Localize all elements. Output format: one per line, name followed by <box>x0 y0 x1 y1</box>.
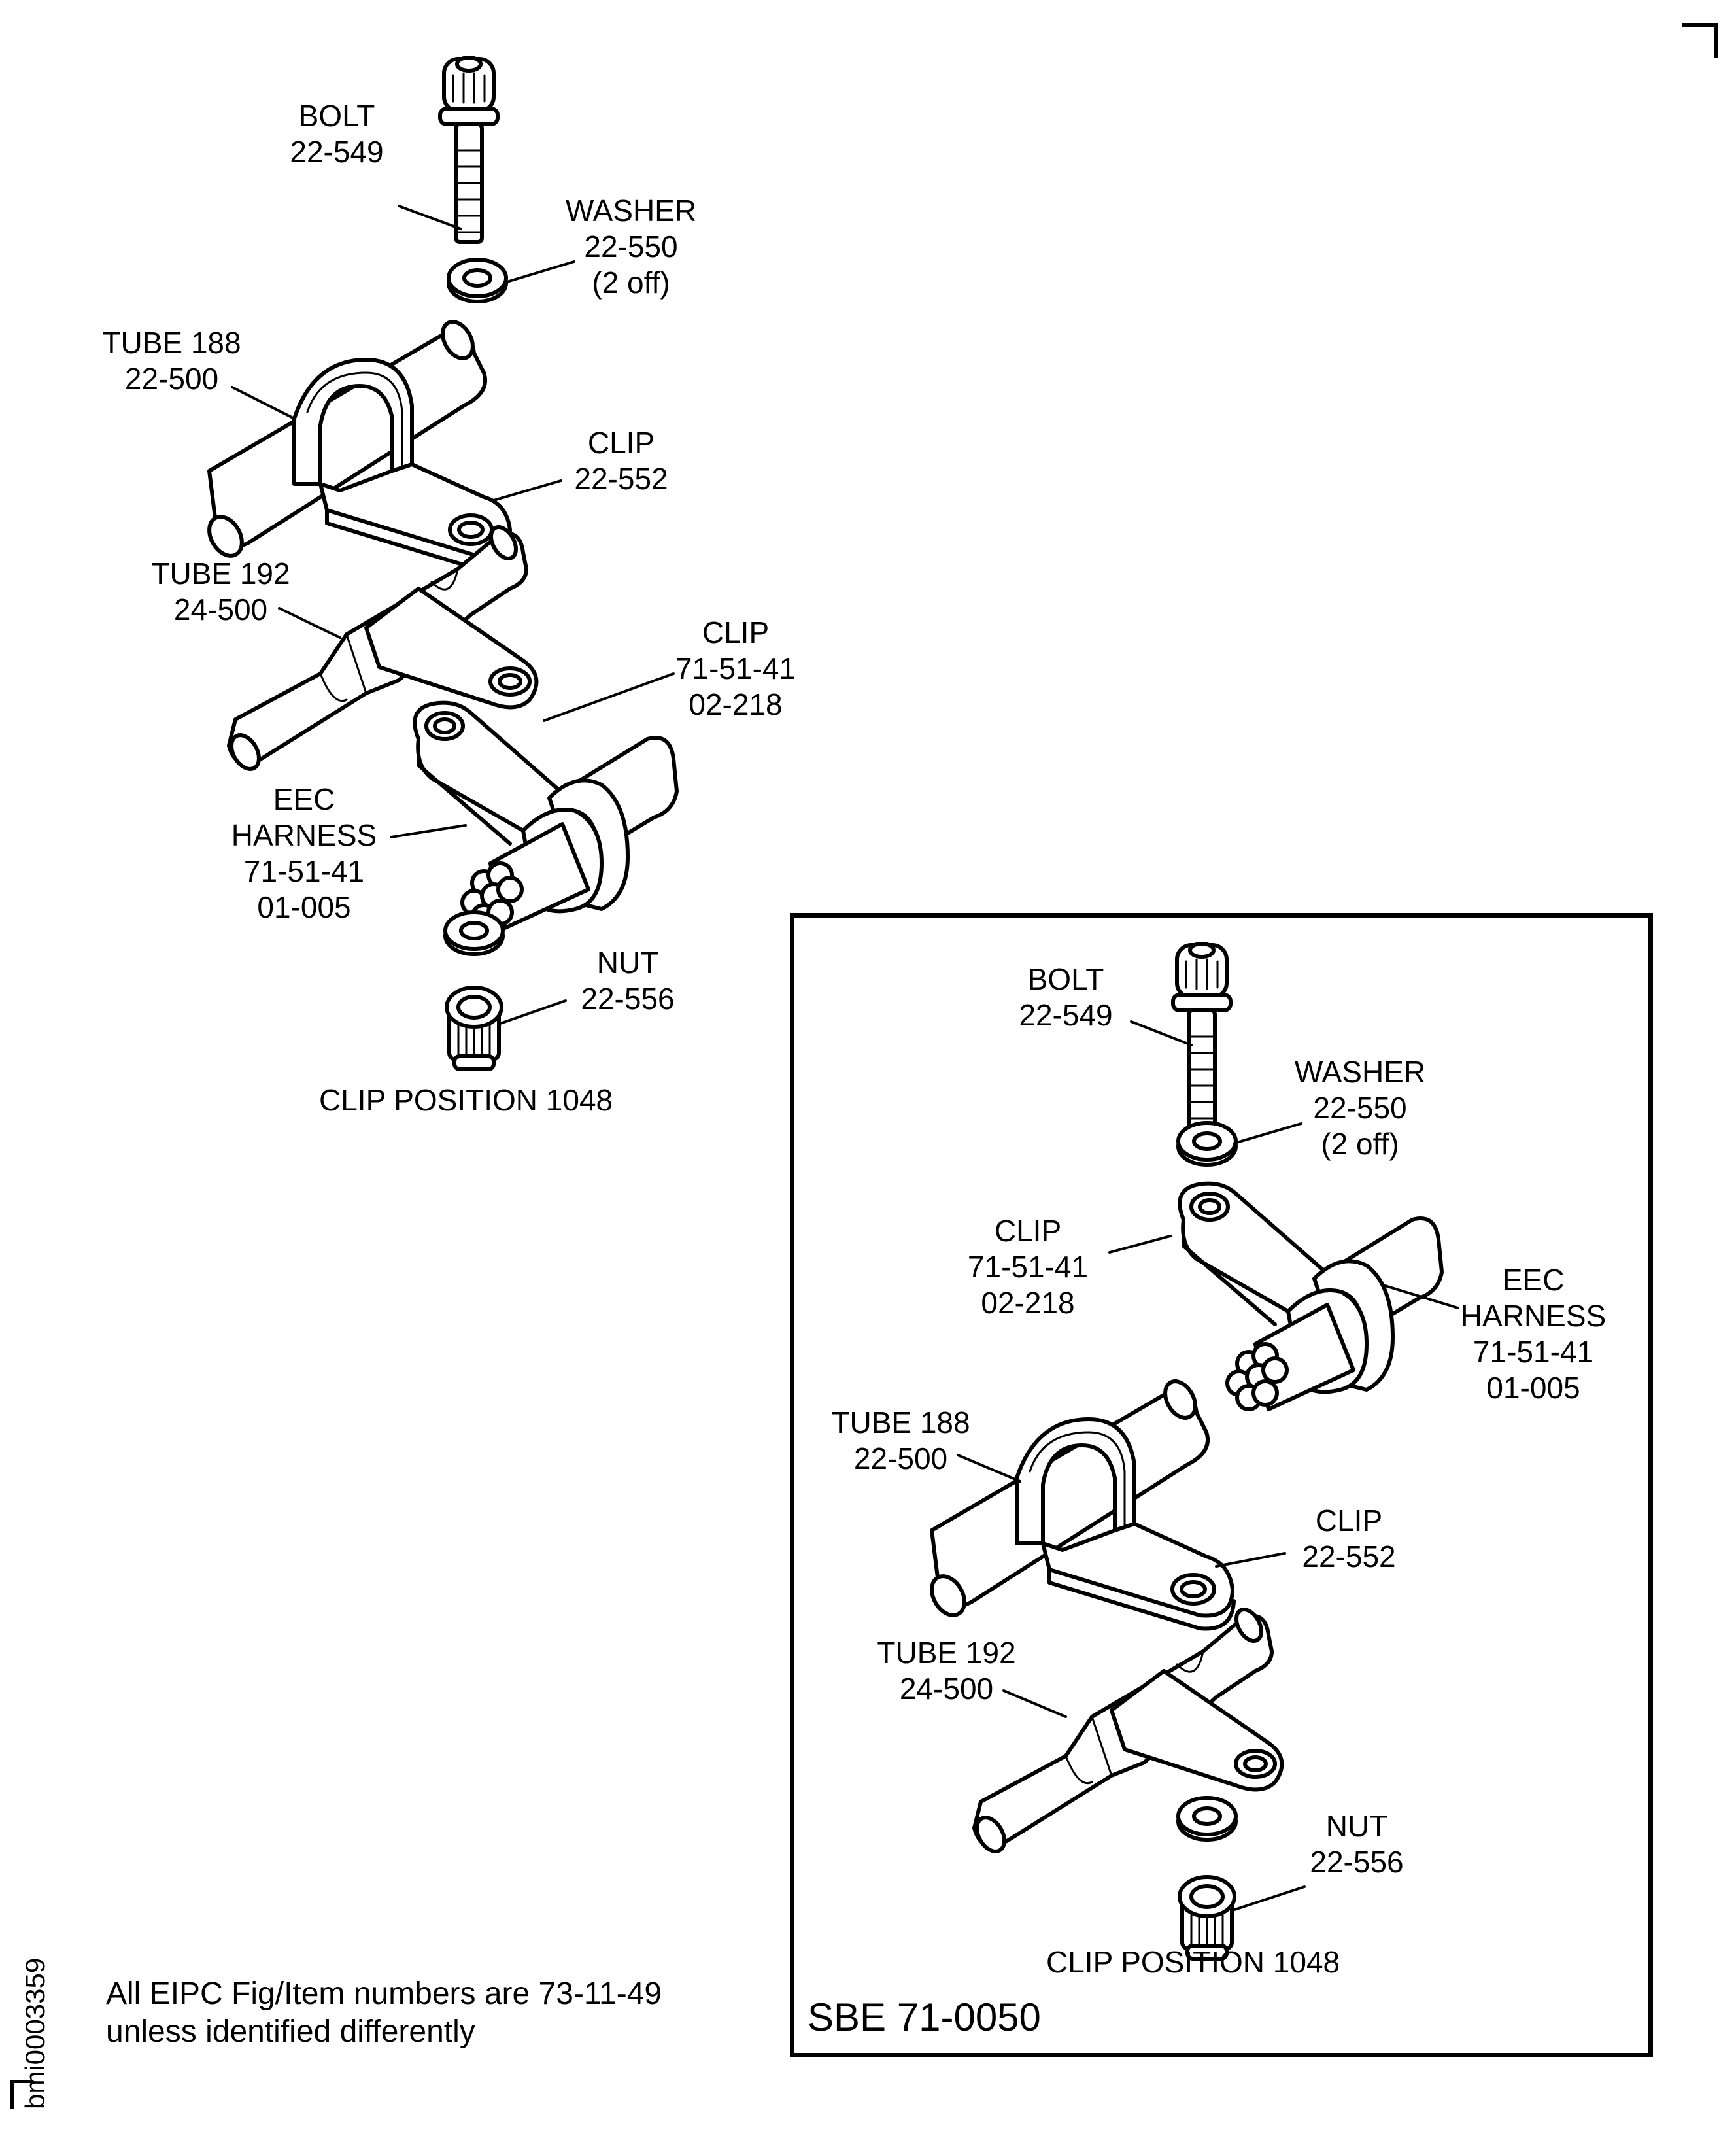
label-line: HARNESS <box>231 818 377 852</box>
leader-line <box>1215 1552 1286 1568</box>
label-eec-harness: EEC HARNESS 71-51-41 01-005 <box>219 782 389 925</box>
leader-line <box>957 1454 1021 1483</box>
inset-caption: CLIP POSITION 1048 <box>1046 1945 1340 1979</box>
leader-line <box>1233 1122 1302 1144</box>
label-line: WASHER <box>565 194 697 228</box>
footnote-line-1: All EIPC Fig/Item numbers are 73-11-49 <box>106 1976 662 2011</box>
washer-icon <box>445 912 503 954</box>
label-washer: WASHER 22-550 (2 off) <box>556 193 706 301</box>
leader-line <box>1002 1689 1067 1718</box>
main-view-caption: CLIP POSITION 1048 <box>319 1083 613 1117</box>
inset-label-tube-192: TUBE 192 24-500 <box>866 1635 1027 1707</box>
label-clip-22-552: CLIP 22-552 <box>559 425 683 497</box>
inset-label-nut: NUT 22-556 <box>1291 1808 1422 1880</box>
bolt-icon <box>440 58 498 242</box>
crop-mark-top-right <box>1682 23 1718 58</box>
label-line: 22-549 <box>1019 998 1113 1032</box>
label-line: 22-552 <box>574 462 668 496</box>
label-line: EEC <box>1502 1263 1565 1297</box>
label-line: 01-005 <box>257 890 351 924</box>
label-line: CLIP <box>994 1214 1062 1248</box>
leader-line <box>503 260 575 284</box>
label-line: WASHER <box>1294 1055 1426 1089</box>
label-line: BOLT <box>298 99 375 133</box>
leader-line <box>1130 1020 1193 1046</box>
leader-line <box>398 205 462 230</box>
label-clip-02-218: CLIP 71-51-41 02-218 <box>660 615 811 723</box>
label-line: 22-550 <box>1313 1091 1407 1125</box>
label-line: (2 off) <box>1321 1127 1399 1161</box>
label-line: 22-556 <box>581 982 675 1016</box>
label-line: 22-556 <box>1310 1845 1404 1879</box>
inset-label-bolt: BOLT 22-549 <box>1000 961 1131 1033</box>
label-line: 22-550 <box>584 230 678 264</box>
inset-view-drawing <box>925 944 1459 1959</box>
inset-frame <box>790 913 1653 2057</box>
leader-line <box>543 672 675 722</box>
label-line: NUT <box>596 946 659 980</box>
leader-line <box>499 999 567 1025</box>
label-line: BOLT <box>1027 962 1104 996</box>
washer-icon <box>449 260 506 301</box>
label-line: (2 off) <box>592 266 670 300</box>
label-line: 02-218 <box>981 1286 1075 1320</box>
label-line: TUBE 192 <box>877 1636 1016 1670</box>
inset-label-clip-02-218: CLIP 71-51-41 02-218 <box>953 1213 1103 1321</box>
leader-line <box>278 607 341 639</box>
label-line: 71-51-41 <box>967 1250 1089 1284</box>
label-line: NUT <box>1325 1809 1388 1843</box>
label-line: 22-500 <box>853 1441 948 1475</box>
leader-line <box>1108 1235 1172 1254</box>
clip-02-218-harness-icon <box>415 703 677 929</box>
inset-label-clip-22-552: CLIP 22-552 <box>1287 1503 1411 1575</box>
label-bolt: BOLT 22-549 <box>271 98 402 170</box>
main-view-drawing <box>203 58 677 1069</box>
label-line: CLIP <box>587 426 655 460</box>
label-nut: NUT 22-556 <box>562 945 693 1017</box>
label-tube-192: TUBE 192 24-500 <box>141 556 301 628</box>
label-line: 22-549 <box>290 135 384 169</box>
label-line: 71-51-41 <box>243 854 365 888</box>
inset-label-tube-188: TUBE 188 22-500 <box>821 1405 981 1477</box>
label-line: TUBE 188 <box>102 326 241 360</box>
label-line: HARNESS <box>1460 1299 1607 1333</box>
label-line: 22-552 <box>1302 1540 1396 1574</box>
footnote-line-2: unless identified differently <box>106 2014 475 2049</box>
label-line: 71-51-41 <box>675 651 796 685</box>
label-line: 22-500 <box>124 362 219 396</box>
leader-line <box>1233 1885 1306 1911</box>
label-line: CLIP <box>702 615 770 649</box>
leader-line <box>390 824 467 838</box>
inset-title-sbe: SBE 71-0050 <box>808 1995 1041 2039</box>
label-line: 01-005 <box>1486 1371 1580 1405</box>
nut-icon <box>447 988 502 1069</box>
label-tube-188: TUBE 188 22-500 <box>92 325 252 397</box>
leader-line <box>231 386 296 420</box>
inset-label-eec-harness: EEC HARNESS 71-51-41 01-005 <box>1448 1262 1618 1406</box>
footnote: All EIPC Fig/Item numbers are 73-11-49 u… <box>106 1975 662 2051</box>
leader-line <box>492 479 562 502</box>
leader-line <box>1382 1284 1459 1309</box>
label-line: EEC <box>273 782 335 816</box>
label-line: TUBE 188 <box>831 1405 970 1439</box>
inset-label-washer: WASHER 22-550 (2 off) <box>1285 1054 1435 1162</box>
label-line: 02-218 <box>689 687 783 721</box>
label-line: CLIP <box>1315 1504 1383 1538</box>
label-line: 71-51-41 <box>1472 1335 1594 1369</box>
label-line: 24-500 <box>173 593 268 627</box>
crop-mark-bottom-left <box>10 2080 33 2109</box>
label-line: TUBE 192 <box>151 557 290 591</box>
label-line: 24-500 <box>899 1672 994 1706</box>
